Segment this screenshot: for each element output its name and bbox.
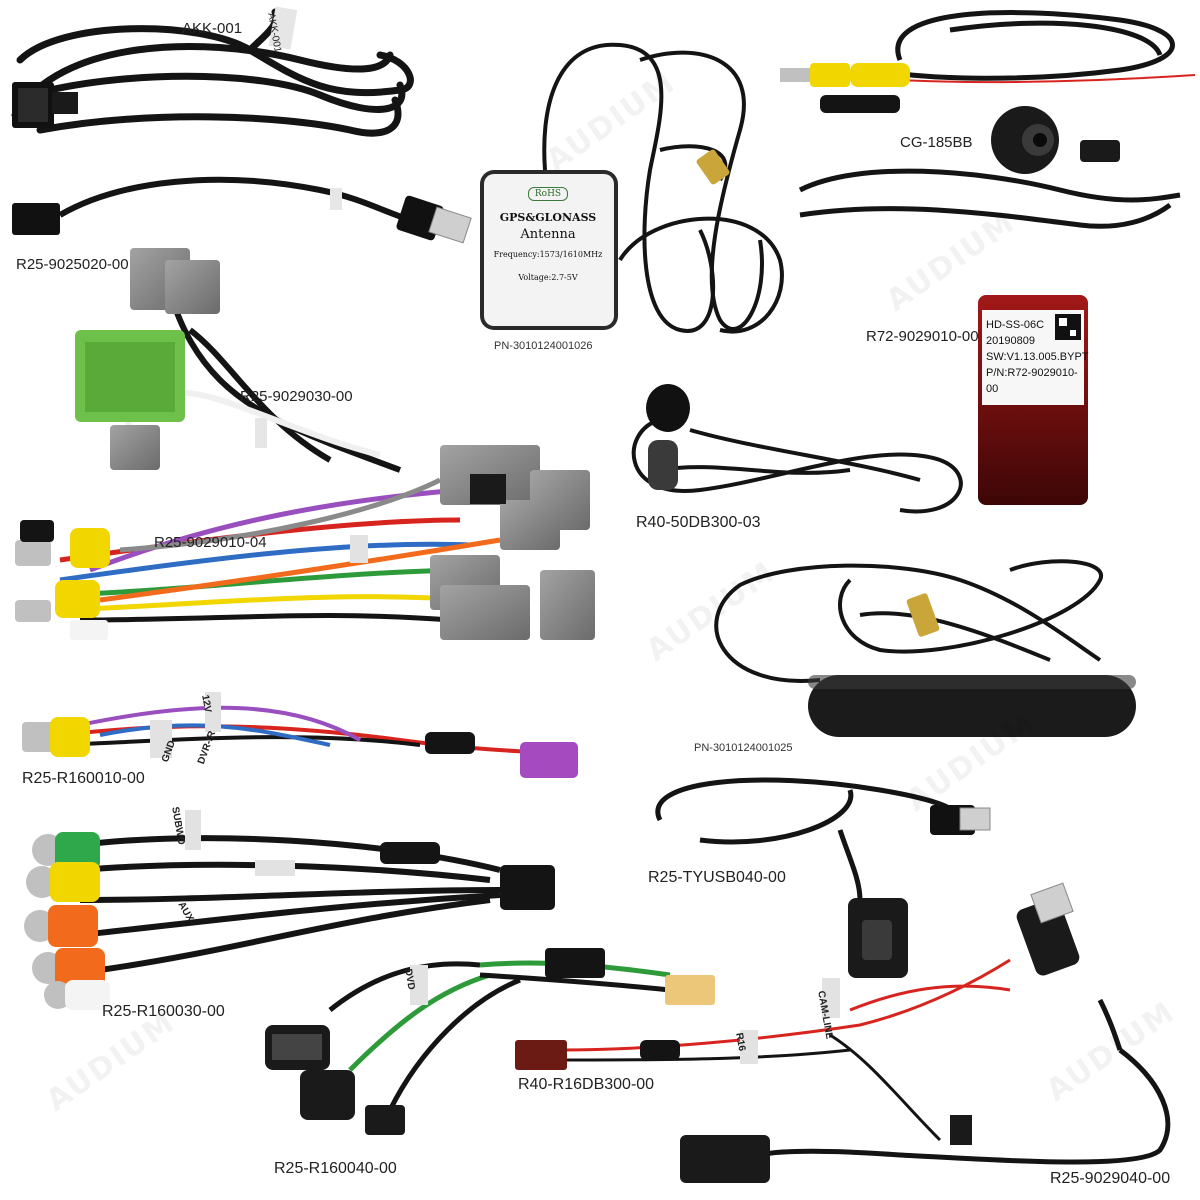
wire-tags bbox=[150, 535, 840, 1064]
microphone-cable bbox=[631, 418, 963, 514]
camera-body bbox=[991, 106, 1120, 174]
canbus-sw: SW:V1.13.005.BYPT bbox=[986, 351, 1089, 363]
label-r72-9029010-00: R72-9029010-00 bbox=[866, 328, 979, 345]
gps-frequency: Frequency:1573/1610MHz bbox=[493, 250, 603, 259]
label-akk-001: AKK-001 bbox=[182, 20, 243, 37]
r160040-cables bbox=[328, 960, 671, 1112]
label-r40-50db300-03: R40-50DB300-03 bbox=[636, 514, 761, 531]
canbus-box-label: HD-SS-06C 20190809 SW:V1.13.005.BYPT P/N… bbox=[986, 317, 1089, 397]
label-r25-tyusb040-00: R25-TYUSB040-00 bbox=[648, 869, 786, 886]
usb-short-cable bbox=[12, 176, 472, 244]
gps-voltage: Voltage:2.7-5V bbox=[518, 273, 578, 282]
canbus-date: 20190809 bbox=[986, 335, 1035, 347]
dab-connector bbox=[906, 593, 940, 637]
dab-antenna-body bbox=[808, 675, 1136, 737]
label-r25-9029030-00: R25-9029030-00 bbox=[240, 388, 353, 405]
gps-antenna-label: RoHS GPS&GLONASS Antenna Frequency:1573/… bbox=[484, 175, 612, 325]
label-cg-185bb: CG-185BB bbox=[900, 134, 973, 151]
label-r25-r160030-00: R25-R160030-00 bbox=[102, 1003, 225, 1020]
usb-extension-parts bbox=[680, 882, 1080, 1183]
label-r25-r160010-00: R25-R160010-00 bbox=[22, 770, 145, 787]
camera-red-wire bbox=[899, 74, 1196, 84]
main-harness-rca bbox=[15, 520, 110, 640]
canbus-box bbox=[978, 295, 1088, 505]
main-harness-plugs bbox=[430, 445, 595, 640]
r160040-parts bbox=[265, 948, 715, 1135]
microphone-head bbox=[646, 384, 690, 490]
main-harness-wires bbox=[59, 477, 501, 623]
label-r25-r160040-00: R25-R160040-00 bbox=[274, 1160, 397, 1177]
label-gps-pn: PN-3010124001026 bbox=[494, 340, 593, 352]
tyusb-parts bbox=[848, 805, 991, 978]
r16db-parts bbox=[515, 1040, 972, 1145]
akk-001-connector bbox=[12, 82, 78, 128]
gps-subtitle: Antenna bbox=[520, 227, 576, 242]
camera-cable bbox=[798, 10, 1181, 229]
label-r25-9029040-00: R25-9029040-00 bbox=[1050, 1170, 1171, 1187]
r160010-wires bbox=[59, 705, 531, 754]
dab-antenna-cable bbox=[714, 559, 1104, 683]
r160010-parts bbox=[22, 717, 578, 778]
canbus-pn: P/N:R72-9029010-00 bbox=[986, 367, 1078, 395]
label-r40-r16db300-00: R40-R16DB300-00 bbox=[518, 1076, 655, 1093]
usb-extension-cable bbox=[759, 998, 1171, 1165]
rohs-badge: RoHS bbox=[527, 187, 569, 201]
adapter-30-cables bbox=[167, 289, 402, 473]
gps-antenna-cable bbox=[542, 42, 784, 334]
label-r25-9029010-04: R25-9029010-04 bbox=[154, 534, 267, 551]
label-r25-9025020-00: R25-9025020-00 bbox=[16, 256, 129, 273]
gps-title: GPS&GLONASS bbox=[499, 211, 597, 224]
r160030-rca bbox=[24, 832, 555, 1010]
canbus-model: HD-SS-06C bbox=[986, 319, 1045, 331]
camera-rca bbox=[780, 63, 910, 113]
adapter-plugs bbox=[75, 248, 267, 470]
sma-connector bbox=[696, 149, 730, 185]
akk-001-cable bbox=[11, 8, 414, 137]
gps-antenna-body bbox=[480, 170, 618, 330]
akk-001-tag bbox=[268, 6, 298, 50]
r16db-cables bbox=[559, 958, 1011, 1142]
label-dab-pn: PN-3010124001025 bbox=[694, 742, 793, 754]
